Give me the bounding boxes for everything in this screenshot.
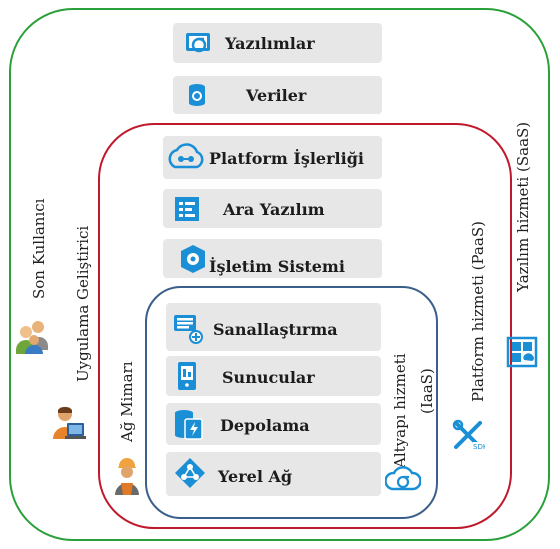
end-user-label: Son Kullanıcı — [30, 198, 48, 299]
servers-label: Sunucular — [222, 368, 315, 387]
data-card: Veriler — [173, 76, 382, 114]
software-icon — [183, 28, 213, 58]
network-architect-label: Ağ Mimarı — [118, 361, 136, 443]
iaas-layer-frame — [145, 286, 438, 519]
app-developer-label: Uygulama Geliştirici — [74, 225, 92, 382]
sdk-tools-icon: SDK — [451, 418, 488, 452]
data-icon — [183, 81, 211, 109]
virtualization-card: Sanallaştırma — [166, 303, 381, 351]
servers-icon — [174, 360, 200, 392]
iaas-label-line2: (IaaS) — [418, 368, 436, 414]
software-label: Yazılımlar — [225, 34, 315, 53]
platform-integration-icon — [167, 141, 205, 175]
storage-label: Depolama — [220, 416, 310, 435]
data-label: Veriler — [246, 86, 307, 105]
saas-label: Yazılım hizmeti (SaaS) — [514, 121, 532, 292]
virtualization-label: Sanallaştırma — [213, 320, 338, 339]
storage-card: Depolama — [166, 403, 381, 445]
local-network-icon — [171, 456, 209, 492]
platform-integration-label: Platform İşlerliği — [209, 149, 364, 168]
svg-text:SDK: SDK — [473, 443, 485, 451]
saas-app-icon — [505, 335, 539, 369]
end-user-icon — [14, 318, 50, 354]
network-architect-icon — [111, 457, 143, 497]
operating-system-card: İşletim Sistemi — [163, 239, 382, 278]
virtualization-icon — [172, 311, 204, 345]
storage-icon — [172, 407, 204, 441]
middleware-label: Ara Yazılım — [223, 200, 325, 219]
platform-integration-card: Platform İşlerliği — [163, 136, 382, 179]
middleware-icon — [173, 195, 201, 223]
middleware-card: Ara Yazılım — [163, 189, 382, 228]
cloud-icon — [384, 461, 422, 495]
iaas-label-line1: Altyapı hizmeti — [391, 353, 409, 468]
saas-layer-frame — [9, 8, 550, 541]
software-card: Yazılımlar — [173, 23, 382, 63]
local-network-label: Yerel Ağ — [218, 467, 293, 486]
operating-system-icon — [179, 243, 207, 275]
local-network-card: Yerel Ağ — [166, 452, 381, 496]
operating-system-label: İşletim Sistemi — [209, 257, 345, 276]
paas-layer-frame — [98, 123, 512, 529]
app-developer-icon — [52, 405, 86, 441]
servers-card: Sunucular — [166, 356, 381, 396]
paas-label: Platform hizmeti (PaaS) — [469, 221, 487, 402]
